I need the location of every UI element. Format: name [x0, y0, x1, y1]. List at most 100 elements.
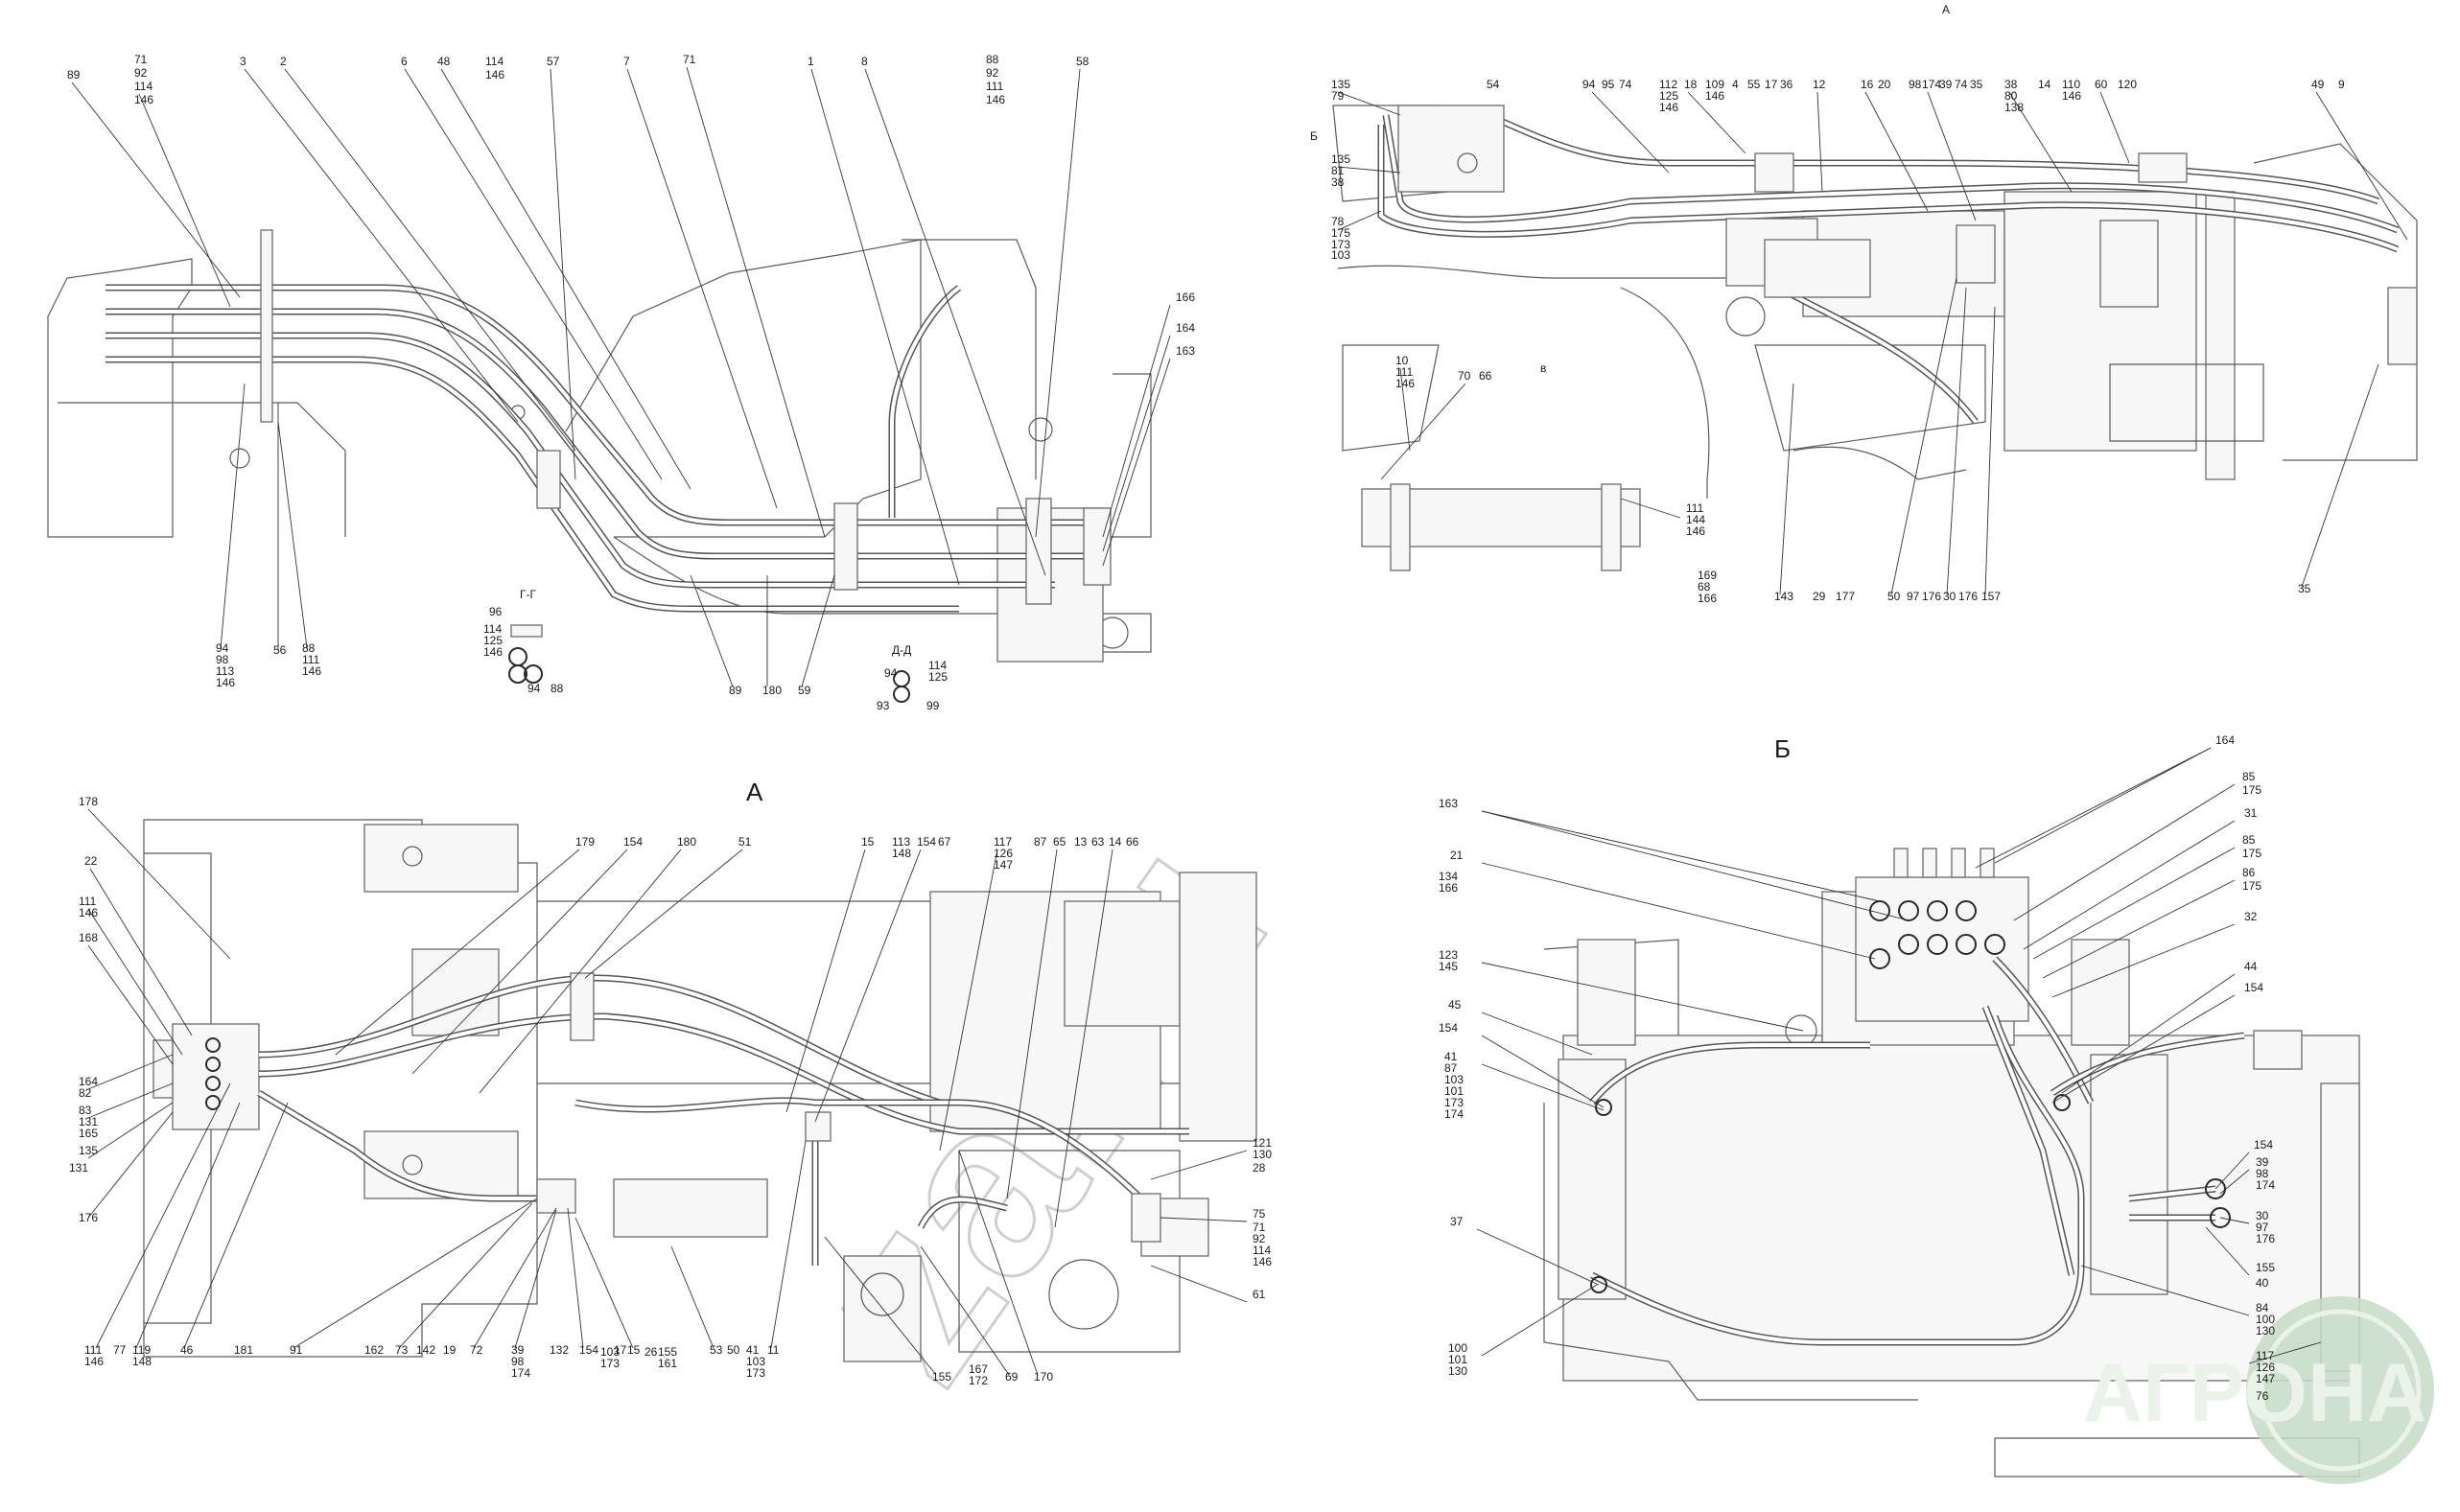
callout-label: 157	[1981, 590, 2001, 603]
callout-label: 175	[2242, 847, 2261, 860]
leader-line	[2205, 1226, 2250, 1276]
callout-label: 39	[1939, 78, 1953, 91]
callout-label: 164	[1176, 321, 1195, 335]
callout-label: 71	[134, 53, 148, 66]
callout-label: 21	[1450, 849, 1464, 862]
callout-label: 83	[79, 1104, 92, 1117]
callout-label: 50	[727, 1343, 740, 1357]
callout-label: 176	[1958, 590, 1978, 603]
leader-line	[1591, 91, 1670, 174]
callout-label: 46	[180, 1343, 194, 1357]
callout-label: 120	[2118, 78, 2137, 91]
callout-label: 37	[1450, 1215, 1464, 1228]
callout-label: 167	[969, 1362, 988, 1376]
callout-label: 125	[928, 670, 948, 684]
callout-label: 99	[926, 699, 940, 712]
leader-line	[864, 68, 1046, 576]
view-b-hoses	[1589, 956, 2245, 1346]
view-a-hoses	[257, 974, 1189, 1266]
svg-text:АГРОНА: АГРОНА	[2083, 1347, 2426, 1439]
agrona-stamp: АГРОНА	[2083, 1296, 2434, 1484]
callout-label: 2	[280, 55, 287, 68]
callout-label: 92	[986, 66, 999, 80]
callout-label: 142	[416, 1343, 435, 1357]
callout-label: 166	[1698, 592, 1717, 605]
leader-line	[1984, 306, 1996, 595]
callout-label: 103	[600, 1345, 620, 1359]
callout-label: 51	[738, 835, 752, 849]
callout-label: 134	[1439, 870, 1458, 883]
main-hose-bundle	[105, 284, 1103, 613]
callout-label: 17	[614, 1343, 627, 1357]
leader-line	[87, 908, 183, 1056]
callout-label: 111	[1686, 501, 1704, 515]
callout-label: 174	[1922, 78, 1941, 91]
callout-label: 28	[1253, 1161, 1266, 1175]
callout-label: 41	[1444, 1050, 1458, 1063]
callout-label: 35	[1970, 78, 1983, 91]
leader-line	[1816, 91, 1823, 193]
callout-label: 30	[1943, 590, 1956, 603]
leader-line	[958, 1150, 1039, 1376]
leader-line	[920, 1245, 1010, 1376]
callout-label: 166	[1439, 881, 1458, 895]
callout-label: 146	[302, 664, 321, 678]
callout-label: 32	[2244, 910, 2258, 923]
callout-label: 175	[2242, 783, 2261, 797]
callout-label: 154	[623, 835, 643, 849]
callout-label: 88	[986, 53, 999, 66]
callout-label: 130	[1448, 1364, 1467, 1378]
leader-line	[550, 68, 576, 480]
callout-label: 176	[2256, 1232, 2275, 1245]
callout-label: 97	[1907, 590, 1920, 603]
callout-label: 146	[2062, 89, 2081, 103]
callout-label: 130	[1253, 1148, 1272, 1161]
leader-line	[2032, 847, 2236, 960]
callout-label: 94	[216, 641, 229, 655]
section-gg-title: Г-Г	[520, 588, 536, 601]
callout-label: 94	[1582, 78, 1596, 91]
callout-label: 146	[1395, 377, 1415, 390]
callout-label: 97	[2256, 1221, 2269, 1234]
callout-label: 123	[1439, 948, 1458, 962]
callout-label: 138	[2004, 101, 2024, 114]
callout-label: 15	[861, 835, 875, 849]
leader-line	[2219, 1169, 2250, 1195]
callout-label: 14	[2038, 78, 2051, 91]
leader-line	[2219, 1217, 2250, 1224]
leader-line	[1779, 383, 1794, 595]
callout-label: 11	[767, 1343, 780, 1357]
callout-label: 53	[710, 1343, 723, 1357]
leader-line	[1102, 335, 1171, 552]
callout-label: 57	[547, 55, 560, 68]
callout-label: 84	[2256, 1301, 2269, 1314]
callout-label: 114	[485, 55, 504, 68]
leader-line	[244, 68, 519, 423]
callout-label: 175	[1331, 226, 1350, 240]
callout-label: 36	[1780, 78, 1793, 91]
callout-label: в	[1540, 361, 1546, 375]
callout-label: 39	[2256, 1155, 2269, 1169]
section-dd-title: Д-Д	[892, 643, 911, 657]
callout-label: 19	[443, 1343, 457, 1357]
section-dd	[893, 670, 910, 703]
callout-label: 164	[79, 1075, 98, 1088]
callout-label: 88	[302, 641, 316, 655]
callout-label: 180	[677, 835, 696, 849]
leader-line	[2042, 879, 2236, 979]
callout-label: 89	[67, 68, 81, 81]
callout-label: 111	[986, 80, 1004, 93]
leader-line	[87, 1054, 174, 1090]
callout-label: 154	[2244, 981, 2263, 994]
callout-label: 54	[1487, 78, 1500, 91]
control-valve-b	[1855, 848, 2029, 1022]
leader-line	[2061, 973, 2236, 1094]
callout-label: 16	[1861, 78, 1874, 91]
callout-label: 94	[527, 682, 541, 695]
callout-label: 20	[1878, 78, 1891, 91]
callout-label: 74	[1619, 78, 1632, 91]
callout-label: 91	[290, 1343, 303, 1357]
callout-label: 13	[1074, 835, 1088, 849]
callout-label: 117	[994, 835, 1012, 849]
callout-label: 146	[986, 93, 1005, 106]
